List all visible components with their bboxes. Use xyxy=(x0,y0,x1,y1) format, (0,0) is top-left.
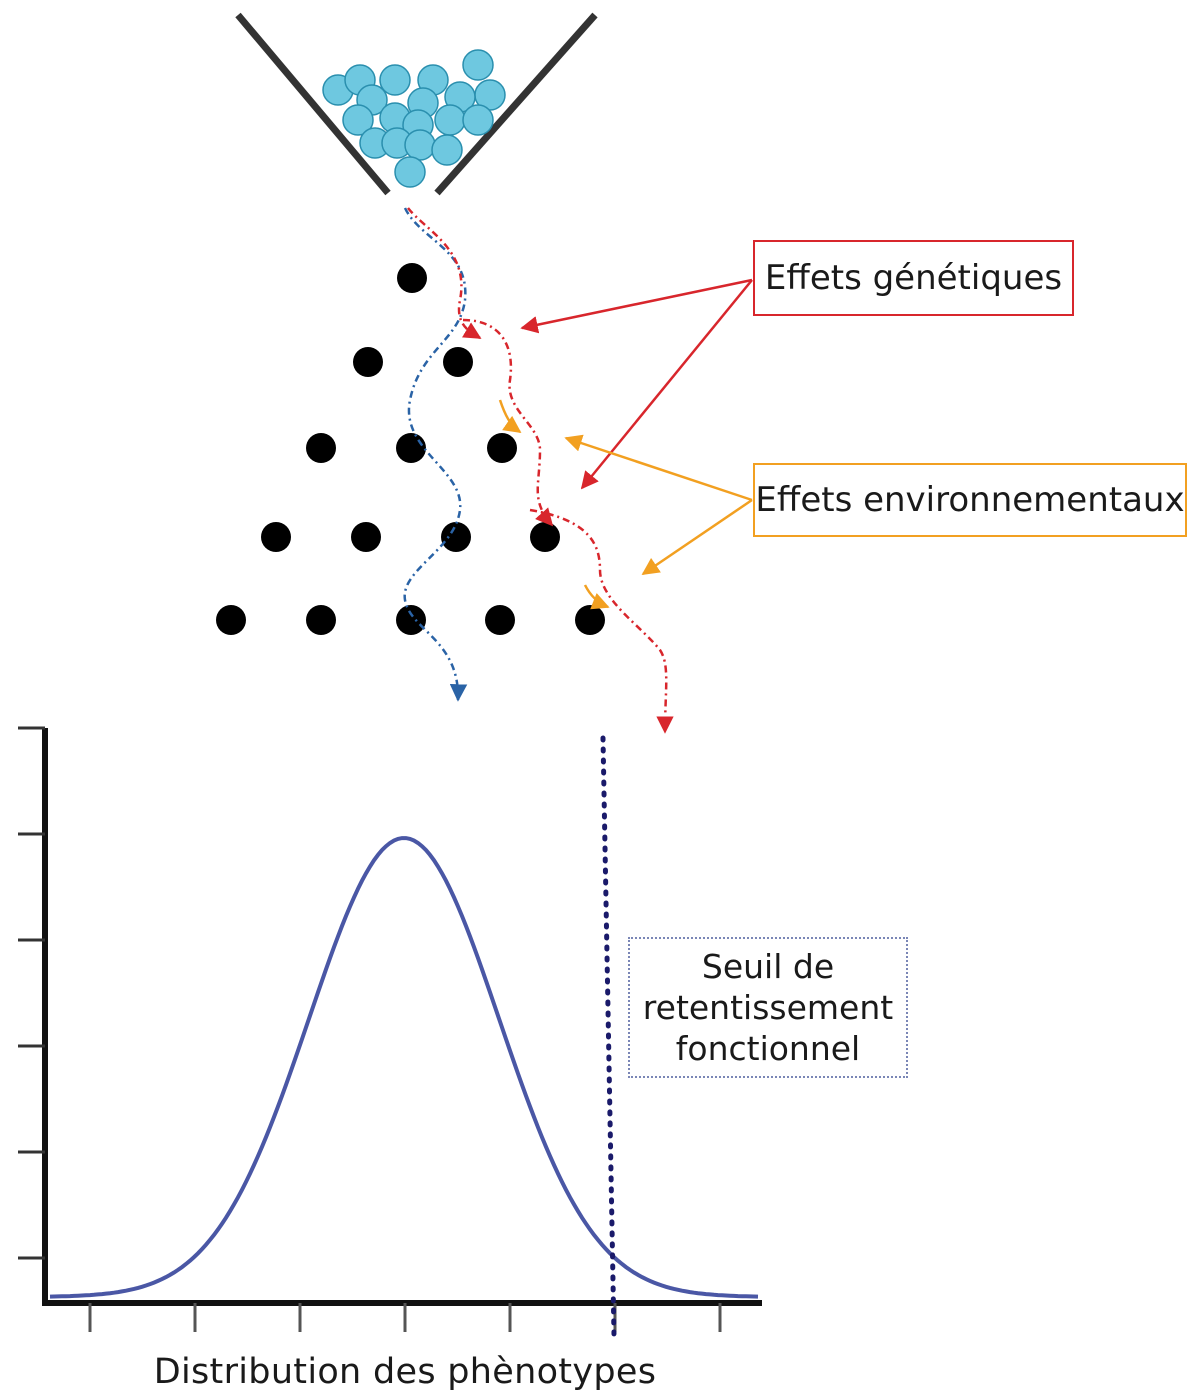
normal-curve xyxy=(49,836,759,1299)
bead-cluster xyxy=(322,49,506,188)
galton-peg-icon xyxy=(351,522,381,552)
galton-peg-icon xyxy=(353,347,383,377)
bead-icon xyxy=(379,64,411,96)
galton-peg-icon xyxy=(485,605,515,635)
orange-path-segments xyxy=(498,399,610,610)
threshold-line-3: fonctionnel xyxy=(675,1029,861,1068)
bead-icon xyxy=(342,104,374,136)
blue-path xyxy=(403,207,468,702)
galton-peg-icon xyxy=(216,605,246,635)
galton-peg-icon xyxy=(396,605,426,635)
genetic-effects-label: Effets génétiques xyxy=(753,240,1074,316)
bead-icon xyxy=(404,129,436,161)
x-axis-label: Distribution des phènotypes xyxy=(153,1352,657,1392)
bead-icon xyxy=(431,134,463,166)
galton-peg-icon xyxy=(443,347,473,377)
galton-peg-icon xyxy=(575,605,605,635)
threshold-line-2: retentissement xyxy=(642,988,894,1027)
bead-icon xyxy=(434,104,466,136)
bead-icon xyxy=(462,104,494,136)
y-axis-ticks xyxy=(18,726,45,1260)
threshold-line-1: Seuil de xyxy=(701,947,835,986)
x-axis-ticks xyxy=(88,1303,722,1332)
genetic-effects-text: Effets génétiques xyxy=(764,258,1063,298)
funnel-icon xyxy=(235,12,598,196)
environmental-arrows xyxy=(564,434,753,576)
galton-peg-icon xyxy=(487,433,517,463)
galton-peg-icon xyxy=(261,522,291,552)
galton-peg-icon xyxy=(306,433,336,463)
environmental-effects-label: Effets environnementaux xyxy=(753,463,1187,537)
threshold-line xyxy=(600,735,617,1338)
galton-peg-icon xyxy=(396,433,426,463)
bead-icon xyxy=(462,49,494,81)
galton-peg-icon xyxy=(397,263,427,293)
threshold-label: Seuil de retentissement fonctionnel xyxy=(628,937,908,1078)
galton-peg-grid xyxy=(216,263,605,635)
distribution-chart xyxy=(18,726,762,1338)
red-path xyxy=(407,207,674,734)
galton-peg-icon xyxy=(530,522,560,552)
bead-icon xyxy=(394,156,426,188)
galton-peg-icon xyxy=(306,605,336,635)
galton-peg-icon xyxy=(441,522,471,552)
genetic-arrows xyxy=(520,278,753,490)
environmental-effects-text: Effets environnementaux xyxy=(755,480,1185,520)
